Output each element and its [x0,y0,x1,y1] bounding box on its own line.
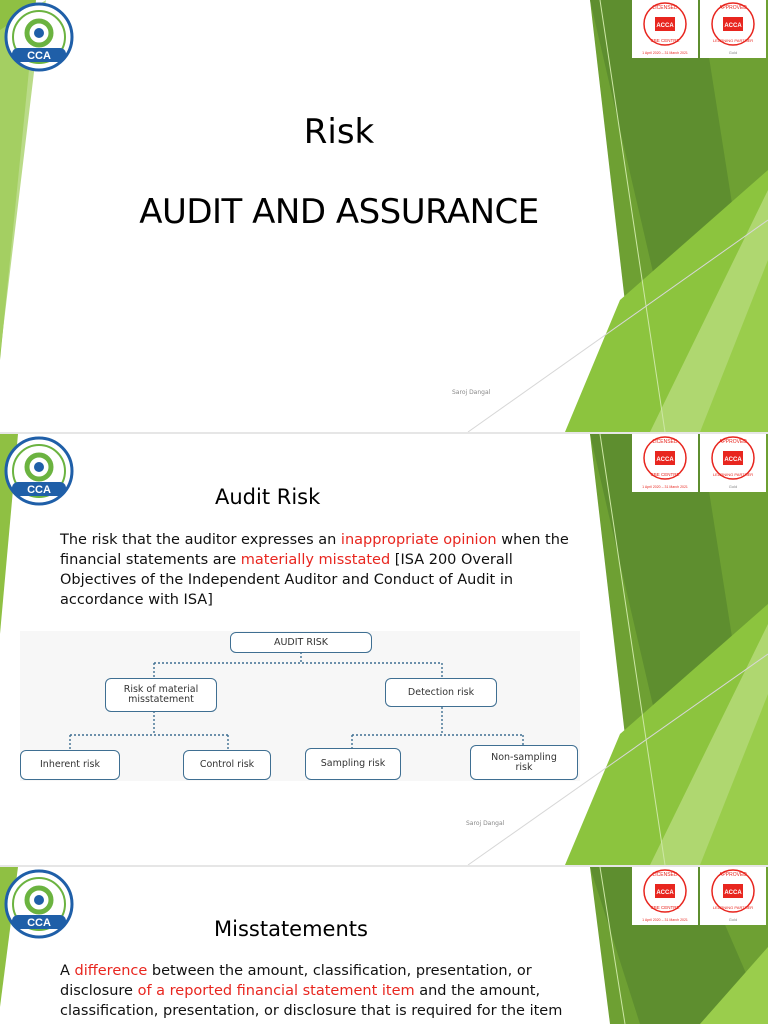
svg-text:LEARNING PARTNER: LEARNING PARTNER [713,38,753,43]
svg-text:CBE CENTRE: CBE CENTRE [650,905,679,910]
highlighted-term: inappropriate opinion [340,532,497,548]
material-misstatement-box: Risk of material misstatement [105,678,217,712]
svg-text:CBE CENTRE: CBE CENTRE [650,472,679,477]
svg-text:ACCA: ACCA [656,457,674,463]
svg-text:CCA: CCA [27,484,51,496]
svg-text:1 April 2020 – 31 March 2021: 1 April 2020 – 31 March 2021 [642,485,688,489]
acca-approved-badge: ACCA APPROVED LEARNING PARTNER Gold [700,0,766,58]
svg-text:1 April 2020 – 31 March 2021: 1 April 2020 – 31 March 2021 [642,918,688,922]
paragraph-text: A [60,963,75,979]
svg-text:LEARNING PARTNER: LEARNING PARTNER [713,472,753,477]
svg-text:Gold: Gold [729,917,737,922]
accreditation-badges: ACCA LICENSED CBE CENTRE 1 April 2020 – … [626,434,768,492]
svg-text:Gold: Gold [729,50,737,55]
audit-risk-slide: CCA ACCA LICENSED CBE CENTRE 1 April 202… [0,434,768,865]
control-risk-box: Control risk [183,750,271,780]
audit-risk-box: AUDIT RISK [230,632,372,653]
highlighted-term: of a reported financial statement item [137,983,415,999]
svg-text:LICENSED: LICENSED [652,439,677,445]
diagram-connectors [69,652,524,750]
title-slide: CCA ACCA LICENSED CBE CENTRE 1 April 202… [0,0,768,432]
cca-logo: CCA [4,2,74,72]
misstatements-slide: CCA ACCA LICENSED CBE CENTRE 1 April 202… [0,867,768,1024]
definition-paragraph: The risk that the auditor expresses an i… [60,530,580,610]
inherent-risk-box: Inherent risk [20,750,120,780]
cca-logo-text: CCA [27,50,51,62]
audit-risk-diagram: AUDIT RISK Risk of material misstatement… [20,631,580,781]
non-sampling-risk-box: Non-sampling risk [470,745,578,780]
green-decoration [0,0,768,432]
accreditation-badges: ACCA LICENSED CBE CENTRE 1 April 2020 – … [626,867,768,925]
highlighted-term: difference [74,963,148,979]
author-name: Saroj Dangal [452,389,491,396]
paragraph-text: between the amount, classification, pres… [60,963,532,999]
paragraph-text: when the financial statements are [60,532,569,568]
slide-heading: Misstatements [214,917,368,941]
paragraph-text: The risk that the auditor expresses an [60,532,341,548]
acca-licensed-badge: ACCA LICENSED CBE CENTRE 1 April 2020 – … [632,0,698,58]
cca-logo: CCA [4,436,74,506]
svg-text:CBE CENTRE: CBE CENTRE [650,38,679,43]
cca-logo: CCA [4,869,74,939]
acca-licensed-badge: ACCA LICENSED CBE CENTRE 1 April 2020 – … [632,867,698,925]
svg-text:ACCA: ACCA [656,890,674,896]
sampling-risk-box: Sampling risk [305,748,401,780]
author-name: Saroj Dangal [466,820,505,827]
detection-risk-box: Detection risk [385,678,497,707]
svg-text:1 April 2020 – 31 March 2021: 1 April 2020 – 31 March 2021 [642,51,688,55]
svg-text:ACCA: ACCA [656,23,674,29]
slide-heading: Audit Risk [215,485,321,509]
definition-paragraph: A difference between the amount, classif… [60,961,580,1021]
slide-subtitle: AUDIT AND ASSURANCE [139,192,539,232]
paragraph-text: [ISA 200 Overall Objectives of the Indep… [60,552,514,608]
svg-text:APPROVED: APPROVED [719,439,747,445]
svg-text:ACCA: ACCA [724,890,742,896]
slide-title: Risk [303,112,375,152]
svg-text:APPROVED: APPROVED [719,872,747,878]
svg-text:LEARNING PARTNER: LEARNING PARTNER [713,905,753,910]
paragraph-text: and the amount, classification, presenta… [60,983,563,1019]
svg-text:ACCA: ACCA [724,23,742,29]
accreditation-badges: ACCA LICENSED CBE CENTRE 1 April 2020 – … [626,0,768,58]
green-decoration [0,434,768,865]
svg-text:APPROVED: APPROVED [719,5,747,11]
slide-separator [0,432,768,434]
svg-text:Gold: Gold [729,484,737,489]
highlighted-term: materially misstated [240,552,391,568]
svg-text:CCA: CCA [27,917,51,929]
svg-text:LICENSED: LICENSED [652,5,677,11]
acca-approved-badge: ACCA APPROVED LEARNING PARTNER Gold [700,434,766,492]
svg-text:LICENSED: LICENSED [652,872,677,878]
acca-approved-badge: ACCA APPROVED LEARNING PARTNER Gold [700,867,766,925]
slide-separator [0,865,768,867]
svg-text:ACCA: ACCA [724,457,742,463]
acca-licensed-badge: ACCA LICENSED CBE CENTRE 1 April 2020 – … [632,434,698,492]
